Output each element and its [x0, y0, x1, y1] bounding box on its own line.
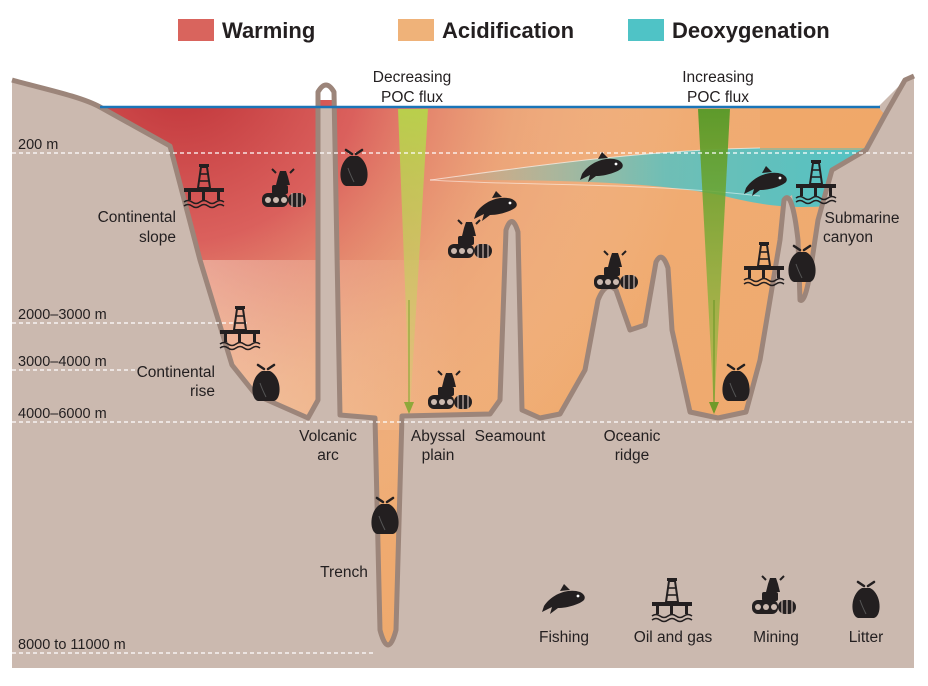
key-mining-label: Mining: [753, 629, 799, 646]
poc-flux-increasing-beam: [698, 109, 730, 414]
icon-key: Fishing Oil and gas Mining Litter: [539, 575, 883, 646]
key-oil-gas-label: Oil and gas: [634, 629, 713, 646]
poc-increasing-line2: POC flux: [687, 89, 749, 106]
depth-lines: [12, 152, 914, 654]
depth-label-200: 200 m: [18, 137, 58, 153]
depth-label-3000: 3000–4000 m: [18, 354, 107, 370]
legend-swatch-acidification: [398, 19, 434, 41]
label-trench: Trench: [320, 564, 368, 581]
legend: Warming Acidification Deoxygenation: [178, 18, 830, 43]
poc-decreasing-line2: POC flux: [381, 89, 443, 106]
poc-increasing-line1: Increasing: [682, 69, 754, 86]
label-oceanic-ridge-1: Oceanic: [604, 428, 661, 445]
legend-swatch-deoxygenation: [628, 19, 664, 41]
label-submarine-canyon-2: canyon: [823, 229, 873, 246]
label-abyssal-plain-1: Abyssal: [411, 428, 465, 445]
label-continental-rise-2: rise: [190, 383, 215, 400]
key-fishing-label: Fishing: [539, 629, 589, 646]
legend-label-deoxygenation: Deoxygenation: [672, 18, 830, 43]
legend-label-warming: Warming: [222, 18, 315, 43]
legend-swatch-warming: [178, 19, 214, 41]
label-submarine-canyon-1: Submarine: [825, 210, 900, 227]
label-volcanic-arc-2: arc: [317, 447, 339, 464]
depth-label-4000: 4000–6000 m: [18, 406, 107, 422]
depth-label-2000: 2000–3000 m: [18, 307, 107, 323]
label-continental-slope-1: Continental: [98, 209, 176, 226]
legend-label-acidification: Acidification: [442, 18, 574, 43]
depth-label-8000: 8000 to 11000 m: [18, 637, 126, 653]
label-continental-rise-1: Continental: [137, 364, 215, 381]
label-abyssal-plain-2: plain: [422, 447, 455, 464]
label-continental-slope-2: slope: [139, 229, 176, 246]
poc-decreasing-line1: Decreasing: [373, 69, 451, 86]
key-litter-label: Litter: [849, 629, 883, 646]
label-volcanic-arc-1: Volcanic: [299, 428, 357, 445]
poc-flux-decreasing-beam: [398, 109, 428, 414]
seafloor-outline: [11, 73, 916, 648]
label-seamount: Seamount: [475, 428, 546, 445]
label-oceanic-ridge-2: ridge: [615, 447, 649, 464]
deoxygenation-zone: [430, 148, 885, 207]
